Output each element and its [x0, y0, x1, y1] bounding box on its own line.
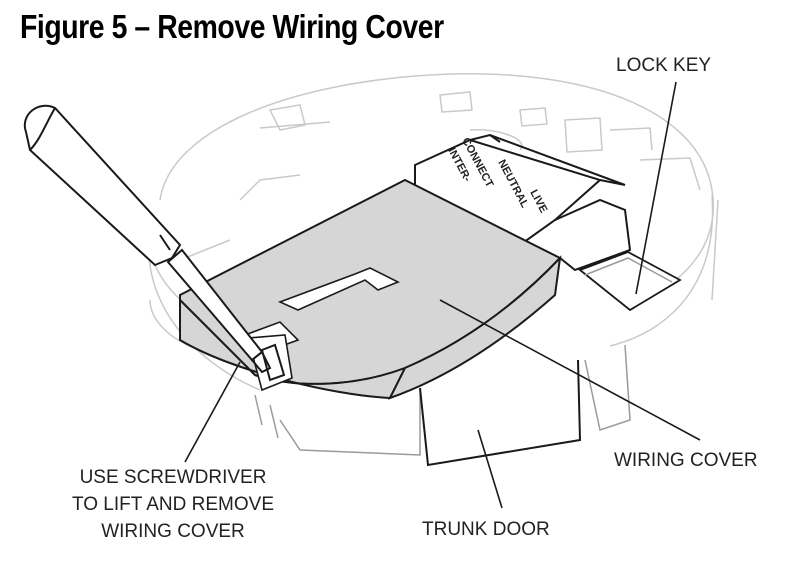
lock-key-leader: [635, 81, 677, 295]
figure-title: Figure 5 – Remove Wiring Cover: [20, 8, 444, 45]
trunk-door-label: TRUNK DOOR: [422, 519, 550, 540]
live-label: LIVE: [527, 188, 549, 215]
lock-key-opening: [578, 251, 682, 312]
trunk-door-leader: [477, 429, 503, 509]
screwdriver-label-line-3: WIRING COVER: [101, 521, 245, 542]
wiring-cover-leader: [439, 299, 701, 441]
wiring-cover: [179, 178, 562, 400]
screwdriver: [23, 104, 272, 374]
trunk-door-shape: [254, 344, 631, 467]
screwdriver-leader: [184, 361, 241, 463]
screwdriver-label-line-1: USE SCREWDRIVER: [80, 467, 267, 488]
neutral-label: NEUTRAL: [495, 158, 530, 210]
lock-key-label: LOCK KEY: [616, 55, 711, 76]
wiring-cover-label: WIRING COVER: [614, 450, 758, 471]
screwdriver-label-line-2: TO LIFT AND REMOVE: [72, 494, 274, 515]
